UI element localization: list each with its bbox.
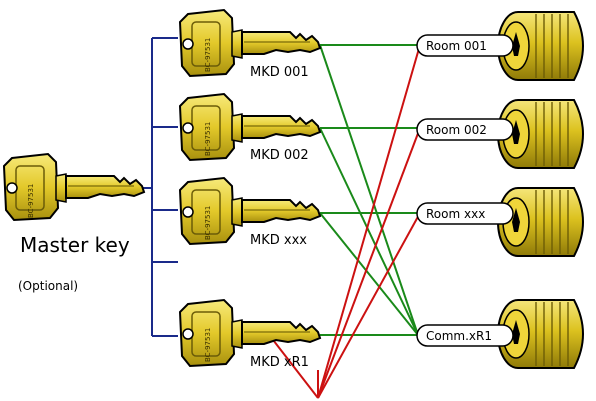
lock-label-pill — [416, 324, 514, 347]
lock-label-pill — [416, 34, 514, 57]
lock-label: Room 002 — [426, 123, 487, 137]
master-key-note: (Optional) — [18, 279, 78, 293]
lock-room-002: Room 002 — [416, 118, 514, 141]
key-mkd-xxx: BC-97531 MKD xxx — [179, 177, 321, 248]
green-links — [319, 44, 420, 336]
red-link-mkdxr1 — [269, 335, 319, 399]
link-mkd001-comm — [319, 44, 419, 336]
red-link-room002 — [317, 127, 421, 399]
link-mkdxxx-comm — [319, 212, 419, 336]
key-stamp: BC-97531 — [204, 38, 212, 72]
lock-label-pill — [416, 202, 514, 225]
master-key-label: Master key — [20, 233, 130, 257]
master-key: BC-97531 Master key (Optional) — [3, 153, 145, 293]
key-mkd-xr1: BC-97531 MKD xR1 — [179, 299, 321, 370]
key-label: MKD xR1 — [250, 355, 309, 370]
lock-cylinder-icon — [497, 187, 584, 257]
key-stamp: BC-97531 — [204, 122, 212, 156]
lock-comm-xr1: Comm.xR1 — [416, 324, 514, 347]
key-stamp: BC-97531 — [204, 328, 212, 362]
lock-room-xxx: Room xxx — [416, 202, 514, 225]
lock-label: Room 001 — [426, 39, 487, 53]
tree-lines — [128, 37, 178, 337]
link-mkd002-comm — [319, 127, 419, 336]
red-link-roomxxx — [317, 212, 421, 399]
lock-label: Room xxx — [426, 207, 485, 221]
key-label: MKD xxx — [250, 233, 307, 248]
lock-label-pill — [416, 118, 514, 141]
key-mkd-001: BC-97531 MKD 001 — [179, 9, 321, 80]
master-key-icon — [3, 153, 145, 221]
red-link-room001 — [317, 44, 421, 399]
master-key-stamp: BC-97531 — [27, 184, 35, 218]
key-label: MKD 001 — [250, 65, 309, 80]
key-mkd-002: BC-97531 MKD 002 — [179, 93, 321, 163]
red-links — [269, 44, 421, 399]
key-stamp: BC-97531 — [204, 206, 212, 240]
lock-label: Comm.xR1 — [426, 329, 492, 343]
key-label: MKD 002 — [250, 148, 309, 163]
lock-room-001: Room 001 — [416, 34, 514, 57]
